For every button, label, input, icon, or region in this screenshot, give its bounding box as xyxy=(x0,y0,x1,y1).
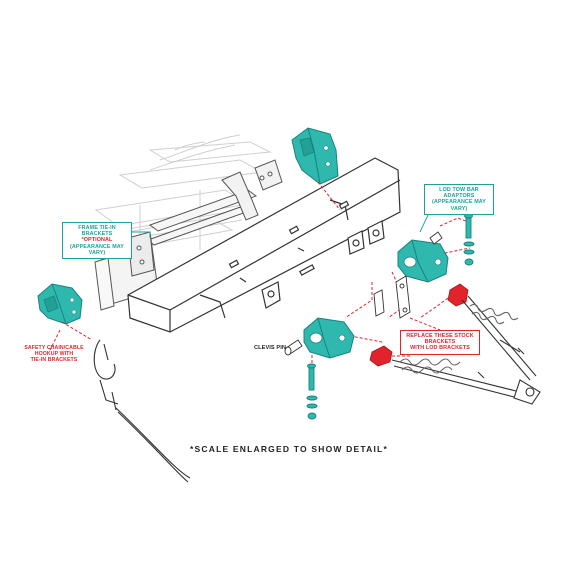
frame-tie-in-bracket-icon xyxy=(37,283,83,325)
safety-hookup-label: SAFETY CHAIN/CABLE HOOKUP WITH TIE-IN BR… xyxy=(22,345,86,364)
clevis-pin-label: CLEVIS PIN xyxy=(253,345,287,351)
replace-stock-brackets-callout: REPLACE THESE STOCK BRACKETS WITH LOD BR… xyxy=(400,330,480,355)
tow-bar-adaptor-icon xyxy=(397,239,449,283)
lod-tow-bar-adaptors-callout: LOD TOW BAR ADAPTORS (APPEARANCE MAY VAR… xyxy=(424,184,494,215)
scale-note: *SCALE ENLARGED TO SHOW DETAIL* xyxy=(190,444,388,454)
stock-bracket-icon xyxy=(369,283,469,367)
callout-line: TIE-IN BRACKETS xyxy=(30,356,78,363)
callout-line: LOD TOW BAR ADAPTORS xyxy=(439,187,479,200)
rear-bumper xyxy=(127,157,401,333)
optional-emphasis: *OPTIONAL xyxy=(81,237,113,244)
safety-cable-hook-icon xyxy=(93,339,191,483)
callout-line: BRACKETS *OPTIONAL xyxy=(66,231,128,243)
frame-tie-in-brackets-callout: FRAME TIE-IN BRACKETS *OPTIONAL (APPEARA… xyxy=(62,222,132,260)
callout-line: (APPEARANCE MAY VARY) xyxy=(69,243,124,256)
tow-bar-icon xyxy=(391,295,541,405)
callout-line: (APPEARANCE MAY VARY) xyxy=(431,199,486,212)
callout-line: SAFETY CHAIN/CABLE xyxy=(24,345,84,351)
tow-bar-adaptor-icon xyxy=(303,317,355,359)
callout-line: REPLACE THESE STOCK xyxy=(406,333,474,339)
frame-tie-in-bracket-icon xyxy=(291,127,339,185)
hardware xyxy=(284,213,475,420)
callout-line: WITH LOD BRACKETS xyxy=(410,345,470,352)
callout-text: BRACKETS xyxy=(81,231,113,238)
callout-line: BRACKETS xyxy=(424,339,456,346)
callout-line: HOOKUP WITH xyxy=(34,350,74,357)
callout-line: FRAME TIE-IN xyxy=(78,225,116,231)
